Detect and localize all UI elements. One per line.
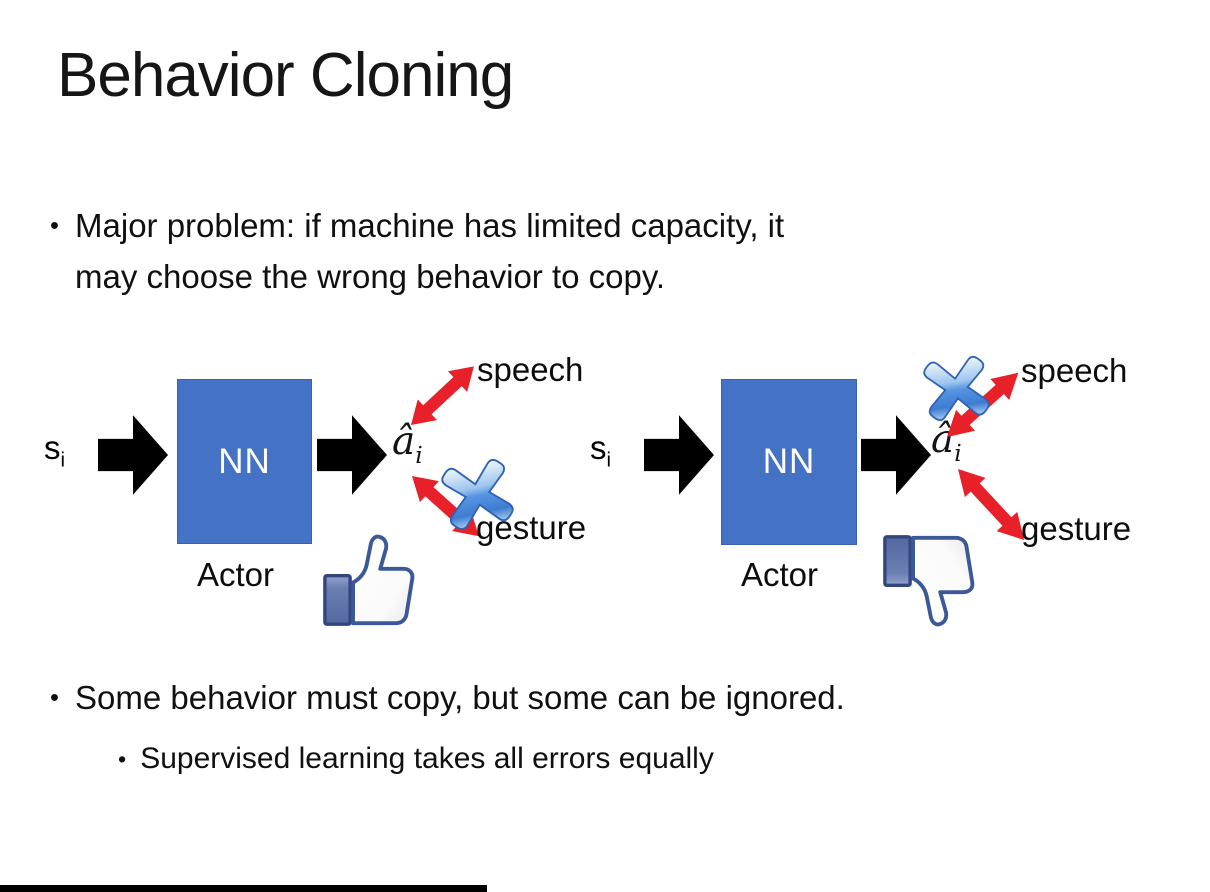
arrow-right-icon — [317, 415, 387, 495]
actor-label: Actor — [741, 556, 819, 593]
bottom-progress-bar — [0, 885, 487, 892]
bullet-supervised-learning: • Supervised learning takes all errors e… — [118, 736, 714, 783]
thumbs-up-icon — [323, 534, 415, 626]
bullet-some-behavior: • Some behavior must copy, but some can … — [50, 672, 845, 725]
state-input-label: si — [590, 429, 612, 472]
arrow-right-icon — [644, 415, 714, 495]
gesture-label: gesture — [1021, 510, 1132, 547]
nn-label: NN — [218, 441, 271, 481]
page-title: Behavior Cloning — [57, 41, 514, 110]
x-cross-icon — [923, 355, 990, 422]
state-input-label: si — [44, 429, 66, 472]
double-arrow-icon — [958, 469, 1025, 540]
bullet-major-problem-line2: may choose the wrong behavior to copy. — [75, 258, 666, 296]
x-cross-icon — [441, 458, 514, 531]
double-arrow-icon — [411, 366, 474, 425]
arrow-right-icon — [861, 415, 931, 495]
thumbs-down-icon — [883, 535, 975, 627]
action-output-label: âi — [392, 419, 423, 469]
bullet-major-problem: • Major problem: if machine has limited … — [50, 200, 784, 303]
bullet-major-problem-line1: Major problem: if machine has limited ca… — [75, 207, 785, 244]
arrow-right-icon — [98, 415, 168, 495]
gesture-label: gesture — [476, 509, 587, 546]
speech-label: speech — [1021, 352, 1128, 389]
actor-label: Actor — [197, 556, 275, 593]
bullet-dot: • — [50, 684, 60, 712]
nn-box: NN — [177, 379, 312, 544]
bullet-dot: • — [50, 212, 60, 240]
bullet-some-behavior-text: Some behavior must copy, but some can be… — [75, 679, 845, 716]
speech-label: speech — [477, 351, 584, 388]
nn-box: NN — [721, 379, 857, 545]
bullet-major-problem-text: Major problem: if machine has limited ca… — [75, 200, 784, 303]
nn-label: NN — [762, 442, 816, 481]
action-output-label: âi — [931, 417, 962, 467]
bullet-supervised-learning-text: Supervised learning takes all errors equ… — [140, 742, 714, 775]
bullet-dot: • — [118, 746, 127, 772]
